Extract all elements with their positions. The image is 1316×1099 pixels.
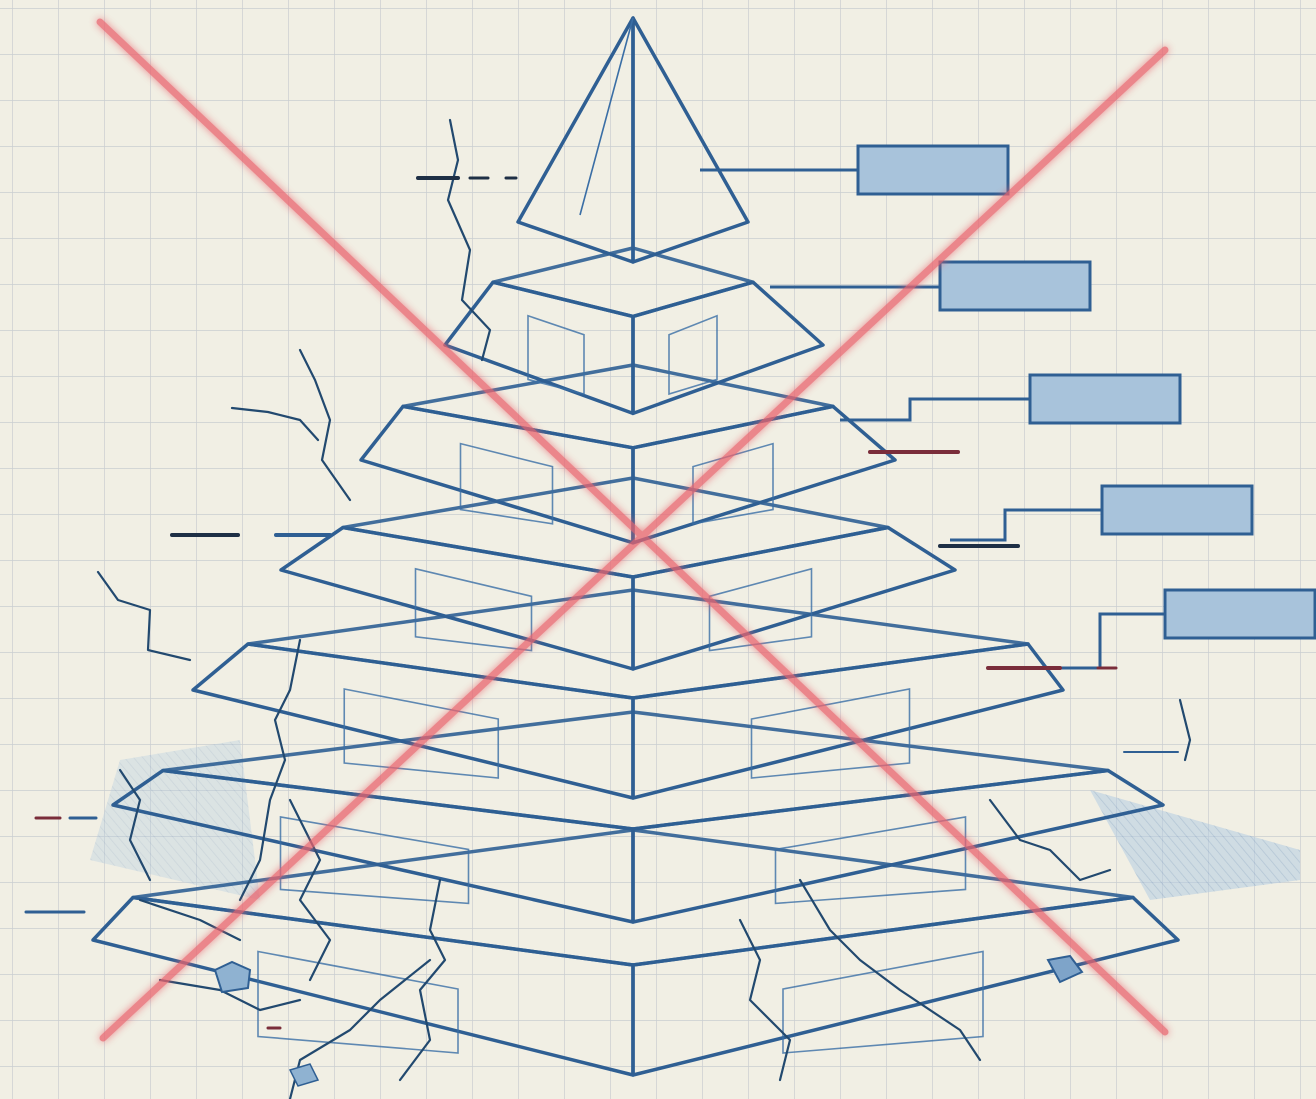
callout-box	[940, 262, 1090, 310]
callout-box	[1030, 375, 1180, 423]
callout-box	[1102, 486, 1252, 534]
callout-box	[858, 146, 1008, 194]
callout-box	[1165, 590, 1315, 638]
